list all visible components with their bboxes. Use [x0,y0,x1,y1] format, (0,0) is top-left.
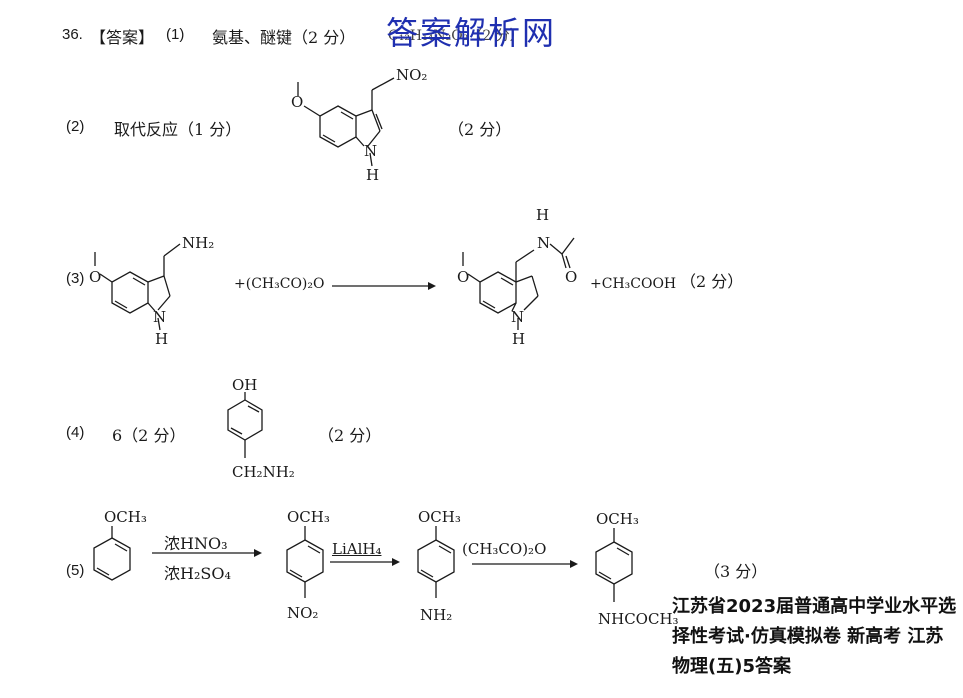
part4-score: （2 分） [318,426,382,445]
part5-arrow-1 [152,549,262,557]
part5-step3: (CH₃CO)₂O [462,540,547,558]
answer-tag: 【答案】 [90,28,155,47]
part1-answer: 氨基、醚键（2 分） [212,28,356,47]
part2-structure: O N H NO₂ [291,66,427,184]
part4-count: 6（2 分） [112,426,186,445]
atom-n: N [511,308,524,326]
part5-score: （3 分） [704,562,768,581]
part5-nitroanisole: OCH₃ NO₂ [286,508,330,622]
part3-score: （2 分） [680,272,744,291]
atom-n: N [364,142,377,160]
part4-structure: OH CH₂NH₂ [227,376,295,481]
part5-anisidine: OCH₃ NH₂ [417,508,461,624]
atom-o: O [291,93,303,111]
part5-arrow-2 [330,558,400,566]
group-och3: OCH₃ [418,508,461,526]
question-number: 36. [62,26,83,43]
part5-step2: LiAlH₄ [332,540,382,558]
group-nh2: NH₂ [182,234,214,252]
group-och3: OCH₃ [287,508,330,526]
part1-label: (1) [166,26,185,43]
part5-label: (5) [66,562,85,579]
part5-product: OCH₃ NHCOCH₃ [595,510,679,628]
atom-h: H [512,330,525,348]
group-ch2nh2: CH₂NH₂ [232,463,295,481]
carbonyl-o: O [565,268,577,286]
part4-label: (4) [66,424,85,441]
atom-h: H [155,330,168,348]
part3-byproduct: +CH₃COOH [590,276,677,292]
part3-product: O N H N H O [457,206,577,348]
part3-reactant: O N H NH₂ [89,234,214,348]
atom-o: O [457,268,469,286]
part2-label: (2) [66,118,85,135]
group-och3: OCH₃ [104,508,147,526]
group-nhcoch3: NHCOCH₃ [598,610,679,628]
atom-o: O [89,268,101,286]
atom-h: H [366,166,379,184]
watermark: 答案解析网 [386,14,557,52]
group-no2: NO₂ [396,66,427,84]
part3-label: (3) [66,270,85,287]
group-oh: OH [232,376,257,394]
part5-arrow-3 [472,560,578,568]
part5-anisole: OCH₃ [93,508,147,581]
group-och3: OCH₃ [596,510,639,528]
part3-arrow [332,282,436,290]
part5-step1-bottom: 浓H₂SO₄ [164,564,231,583]
part5-step1-top: 浓HNO₃ [164,534,228,553]
document-footer: 江苏省2023届普通高中学业水平选择性考试·仿真模拟卷 新高考 江苏 物理(五)… [672,596,957,677]
part3-reagent: +(CH₃CO)₂O [234,276,325,292]
amide-n: N [537,234,550,252]
part2-score: （2 分） [448,120,512,139]
group-nh2: NH₂ [420,606,452,624]
amide-h: H [536,206,549,224]
part2-reaction-type: 取代反应（1 分） [114,120,242,139]
atom-n: N [153,308,166,326]
part1-formula: C₁₂H₁₄N₂O₂（2 分） [388,28,524,44]
group-no2: NO₂ [287,604,318,622]
